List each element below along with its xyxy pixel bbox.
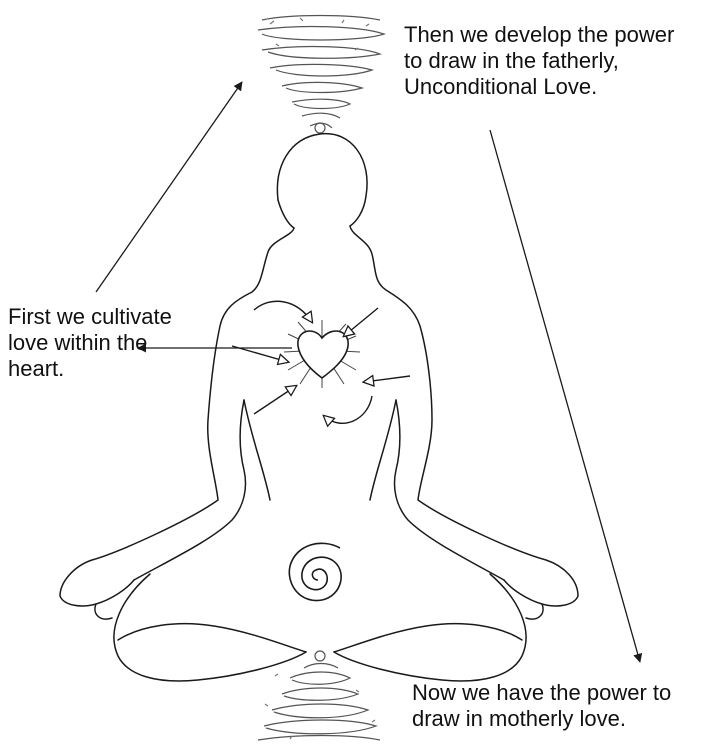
navel-spiral-icon bbox=[289, 543, 341, 600]
annotation-top: Then we develop the power to draw in the… bbox=[404, 22, 674, 100]
annotation-top-line: Unconditional Love. bbox=[404, 74, 674, 100]
annotation-left: First we cultivate love within the heart… bbox=[8, 304, 172, 382]
meditating-figure-outline bbox=[60, 134, 578, 681]
annotation-top-line: to draw in the fatherly, bbox=[404, 48, 674, 74]
annotation-left-line: love within the bbox=[8, 330, 172, 356]
annotation-left-line: heart. bbox=[8, 356, 172, 382]
annotation-bottom-line: draw in motherly love. bbox=[412, 706, 671, 732]
top-vortex-icon bbox=[258, 16, 384, 134]
annotation-left-line: First we cultivate bbox=[8, 304, 172, 330]
radiant-heart-icon bbox=[284, 320, 360, 388]
annotation-bottom-line: Now we have the power to bbox=[412, 680, 671, 706]
arrow-to-bottom-label bbox=[490, 130, 640, 662]
arrow-to-top-vortex bbox=[96, 82, 242, 292]
annotation-top-line: Then we develop the power bbox=[404, 22, 674, 48]
annotation-bottom: Now we have the power to draw in motherl… bbox=[412, 680, 671, 732]
